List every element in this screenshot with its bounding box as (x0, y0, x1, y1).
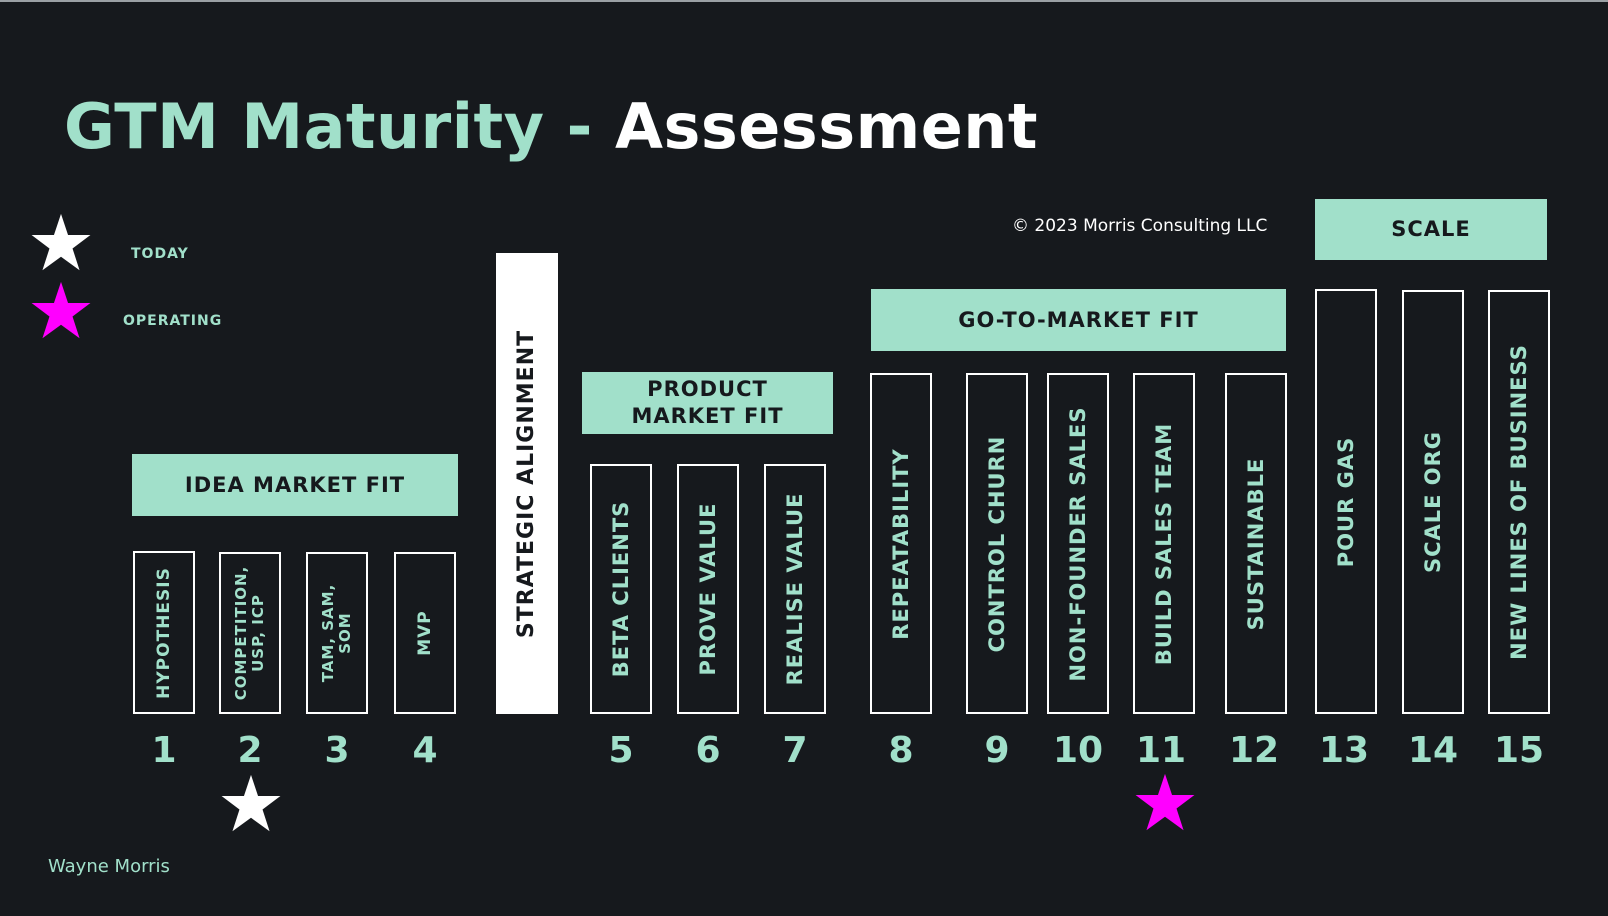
stage-number-6: 6 (695, 730, 721, 771)
stage-column-15: NEW LINES OF BUSINESS (1488, 290, 1550, 714)
stage-number-5: 5 (608, 730, 634, 771)
title-part-2: Assessment (614, 90, 1039, 163)
today-star-icon (31, 213, 91, 271)
stage-number-15: 15 (1493, 730, 1545, 771)
stage-1-label: HYPOTHESIS (154, 566, 174, 699)
stage-column-4: MVP (394, 552, 456, 714)
page-title: GTM Maturity - Assessment (64, 90, 1038, 163)
stage-number-13: 13 (1318, 730, 1370, 771)
stage-column-13: POUR GAS (1315, 289, 1377, 714)
stage-13-label: POUR GAS (1334, 436, 1358, 567)
stage-3-label: TAM, SAM,SOM (319, 583, 354, 683)
phase-idea-market-fit: IDEA MARKET FIT (132, 454, 458, 516)
stage-column-7: REALISE VALUE (764, 464, 826, 714)
legend-operating-label: OPERATING (123, 313, 223, 329)
phase-product-label-line1: PRODUCT (647, 377, 768, 401)
phase-go-to-market-fit: GO-TO-MARKET FIT (871, 289, 1286, 351)
phase-product-label-line2: MARKET FIT (631, 404, 784, 428)
stage-column-8: REPEATABILITY (870, 373, 932, 714)
stage-number-4: 4 (412, 730, 438, 771)
phase-scale-label: SCALE (1391, 217, 1471, 241)
stage-2-label: COMPETITION,USP, ICP (232, 565, 267, 701)
operating-marker-star-icon (1135, 773, 1195, 831)
stage-column-5: BETA CLIENTS (590, 464, 652, 714)
author-name: Wayne Morris (48, 856, 170, 877)
stage-number-1: 1 (151, 730, 177, 771)
stage-number-2: 2 (237, 730, 263, 771)
stage-number-12: 12 (1228, 730, 1280, 771)
strategic-alignment-column: STRATEGIC ALIGNMENT (496, 253, 558, 714)
stage-number-7: 7 (782, 730, 808, 771)
stage-2-label-line1: COMPETITION, (232, 565, 250, 701)
stage-3-label-line2: SOM (336, 612, 354, 654)
stage-6-label: PROVE VALUE (696, 502, 720, 676)
stage-14-label: SCALE ORG (1421, 430, 1445, 574)
phase-scale: SCALE (1315, 199, 1547, 260)
stage-column-6: PROVE VALUE (677, 464, 739, 714)
stage-11-label: BUILD SALES TEAM (1152, 422, 1176, 665)
stage-8-label: REPEATABILITY (889, 447, 913, 640)
today-marker-star-icon (221, 774, 281, 832)
top-divider (0, 0, 1608, 2)
stage-number-11: 11 (1135, 730, 1187, 771)
stage-5-label: BETA CLIENTS (609, 500, 633, 678)
stage-column-1: HYPOTHESIS (133, 551, 195, 714)
strategic-alignment-label: STRATEGIC ALIGNMENT (514, 329, 539, 638)
stage-number-14: 14 (1407, 730, 1459, 771)
stage-2-label-line2: USP, ICP (249, 594, 267, 672)
stage-10-label: NON-FOUNDER SALES (1066, 405, 1090, 682)
stage-3-label-line1: TAM, SAM, (319, 583, 337, 683)
stage-9-label: CONTROL CHURN (985, 435, 1009, 652)
stage-number-9: 9 (984, 730, 1010, 771)
stage-column-11: BUILD SALES TEAM (1133, 373, 1195, 714)
phase-gtm-label: GO-TO-MARKET FIT (958, 307, 1199, 332)
stage-12-label: SUSTAINABLE (1244, 457, 1268, 630)
stage-column-14: SCALE ORG (1402, 290, 1464, 714)
stage-4-label: MVP (415, 610, 435, 656)
stage-15-label: NEW LINES OF BUSINESS (1507, 344, 1531, 660)
legend-today-label: TODAY (131, 246, 189, 262)
stage-column-12: SUSTAINABLE (1225, 373, 1287, 714)
copyright-text: © 2023 Morris Consulting LLC (1012, 216, 1268, 236)
stage-number-8: 8 (888, 730, 914, 771)
phase-product-market-fit: PRODUCT MARKET FIT (582, 372, 833, 434)
title-part-1: GTM Maturity - (64, 90, 615, 163)
stage-7-label: REALISE VALUE (783, 492, 807, 686)
stage-column-10: NON-FOUNDER SALES (1047, 373, 1109, 714)
stage-column-3: TAM, SAM,SOM (306, 552, 368, 714)
stage-column-2: COMPETITION,USP, ICP (219, 552, 281, 714)
stage-column-9: CONTROL CHURN (966, 373, 1028, 714)
stage-number-3: 3 (324, 730, 350, 771)
stage-number-10: 10 (1052, 730, 1104, 771)
phase-idea-label: IDEA MARKET FIT (184, 472, 406, 497)
operating-star-icon (31, 281, 91, 339)
